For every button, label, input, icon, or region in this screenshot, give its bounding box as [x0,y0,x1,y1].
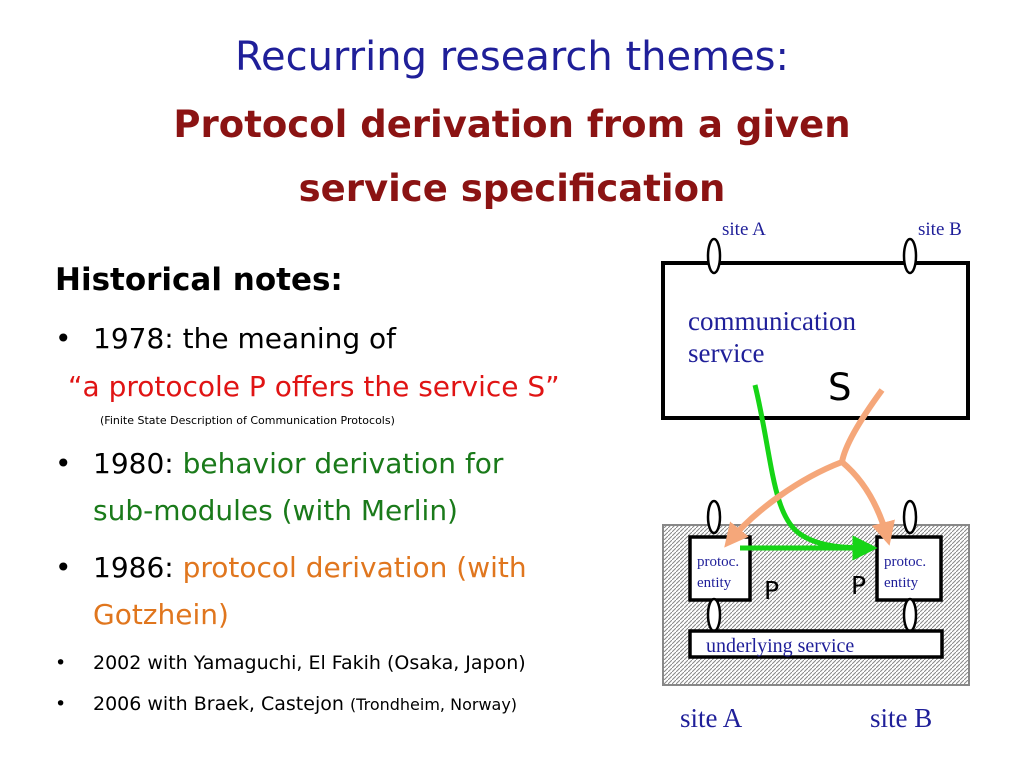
bullet-dot: • [55,693,67,715]
bullet-dot: • [55,551,72,584]
orange-derivation-arrow-to-a [724,459,844,548]
bullet-dot: • [55,652,67,674]
bullet-1978: • 1978: the meaning of [55,322,396,355]
slide-title-line-1: Recurring research themes: [234,34,789,80]
entity-b-upper-port [902,499,918,535]
entity-a-upper-port [706,499,722,535]
bullet-1978-note: (Finite State Description of Communicati… [100,414,395,427]
top-site-a-label: site A [722,219,766,240]
bullet-1980-continuation: sub-modules (with Merlin) [93,494,458,527]
entity-a-label-line-2: entity [697,575,732,591]
bullet-2006-text: 2006 with Braek, Castejon [93,693,350,715]
orange-derivation-arrow-stem [839,388,885,463]
bullet-1986-highlight: protocol derivation (with [182,551,527,584]
slide-title-line-3: service specification [298,167,726,210]
communication-service-box [661,261,970,420]
bullet-dot: • [55,322,72,355]
underlying-service-box [688,629,944,659]
protocol-symbol-p-a: P [764,576,779,605]
entity-b-label-line-1: protoc. [884,554,926,570]
bullet-1986: • 1986: protocol derivation (with [55,551,527,584]
protocol-symbol-p-b: P [851,571,866,600]
entity-b-label-line-2: entity [884,575,919,591]
service-label-line-1: communication [688,306,856,336]
service-access-point-a [706,237,722,275]
bullet-2002-text: 2002 with Yamaguchi, El Fakih (Osaka, Ja… [93,652,526,674]
bullet-1986-continuation: Gotzhein) [93,598,229,631]
historical-notes-heading: Historical notes: [55,262,343,298]
entity-a-label-line-1: protoc. [697,554,739,570]
bullet-1980-prefix: 1980: [93,447,183,480]
bullet-2002: • 2002 with Yamaguchi, El Fakih (Osaka, J… [55,652,526,674]
bullet-1978-quote: “a protocole P offers the service S” [68,370,560,403]
entity-b-lower-port [902,597,918,633]
bottom-site-a-label: site A [680,703,743,733]
service-access-point-b [902,237,918,275]
bullet-dot: • [55,447,72,480]
bullet-2006-location: (Trondheim, Norway) [349,695,518,714]
slide-title-line-2: Protocol derivation from a given [173,103,851,146]
bottom-site-b-label: site B [870,703,932,733]
top-site-b-label: site B [918,219,962,240]
bullet-2006: • 2006 with Braek, Castejon (Trondheim, N… [55,693,517,715]
bullet-1978-text: 1978: the meaning of [93,322,397,355]
service-symbol-s: S [828,366,852,409]
underlying-service-label: underlying service [706,635,854,657]
service-label-line-2: service [688,338,764,368]
bullet-1980-highlight: behavior derivation for [182,447,504,480]
entity-a-lower-port [706,597,722,633]
bullet-1980: • 1980: behavior derivation for [55,447,503,480]
orange-derivation-arrow-to-b [840,459,895,546]
bullet-1986-prefix: 1986: [93,551,183,584]
